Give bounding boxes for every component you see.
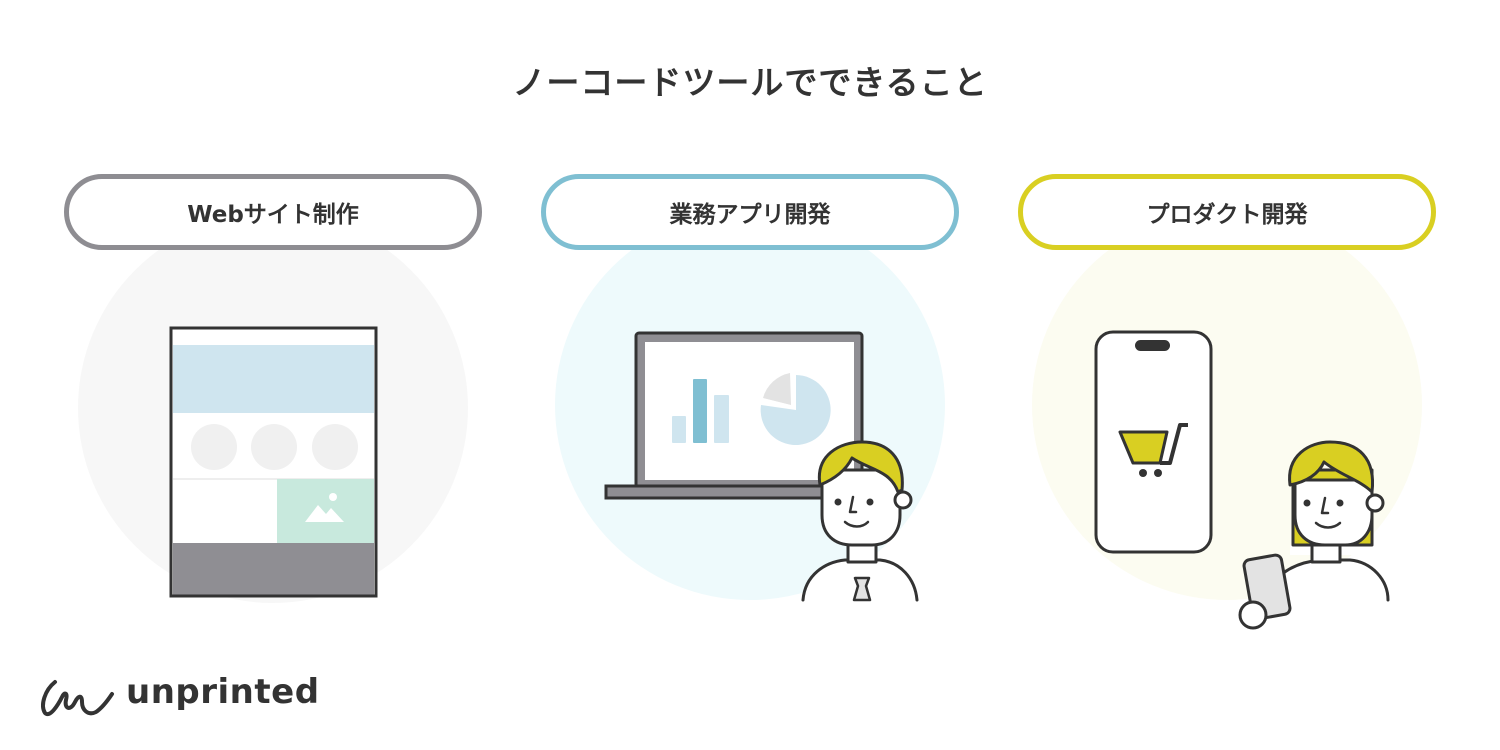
- category-pill-business-app: 業務アプリ開発: [541, 174, 959, 250]
- pie-chart-icon: [760, 373, 831, 445]
- category-label: Webサイト制作: [187, 202, 359, 228]
- website-mockup-icon: [169, 326, 378, 598]
- laptop-dashboard-icon: [604, 331, 864, 500]
- smartphone-cart-icon: [1094, 330, 1213, 554]
- woman-with-phone-icon: [1238, 440, 1390, 630]
- category-label: プロダクト開発: [1146, 202, 1308, 228]
- category-pill-web: Webサイト制作: [64, 174, 482, 250]
- page-title: ノーコードツールでできること: [512, 63, 988, 102]
- bar-chart-icon: [672, 416, 686, 443]
- category-pill-product: プロダクト開発: [1018, 174, 1436, 250]
- shopping-cart-icon: [1118, 423, 1188, 477]
- businessman-icon: [801, 440, 919, 602]
- category-label: 業務アプリ開発: [669, 202, 831, 228]
- logo-text: unprinted: [126, 672, 320, 712]
- brand-logo: unprinted: [118, 672, 320, 712]
- unprinted-logo-icon: [41, 680, 114, 717]
